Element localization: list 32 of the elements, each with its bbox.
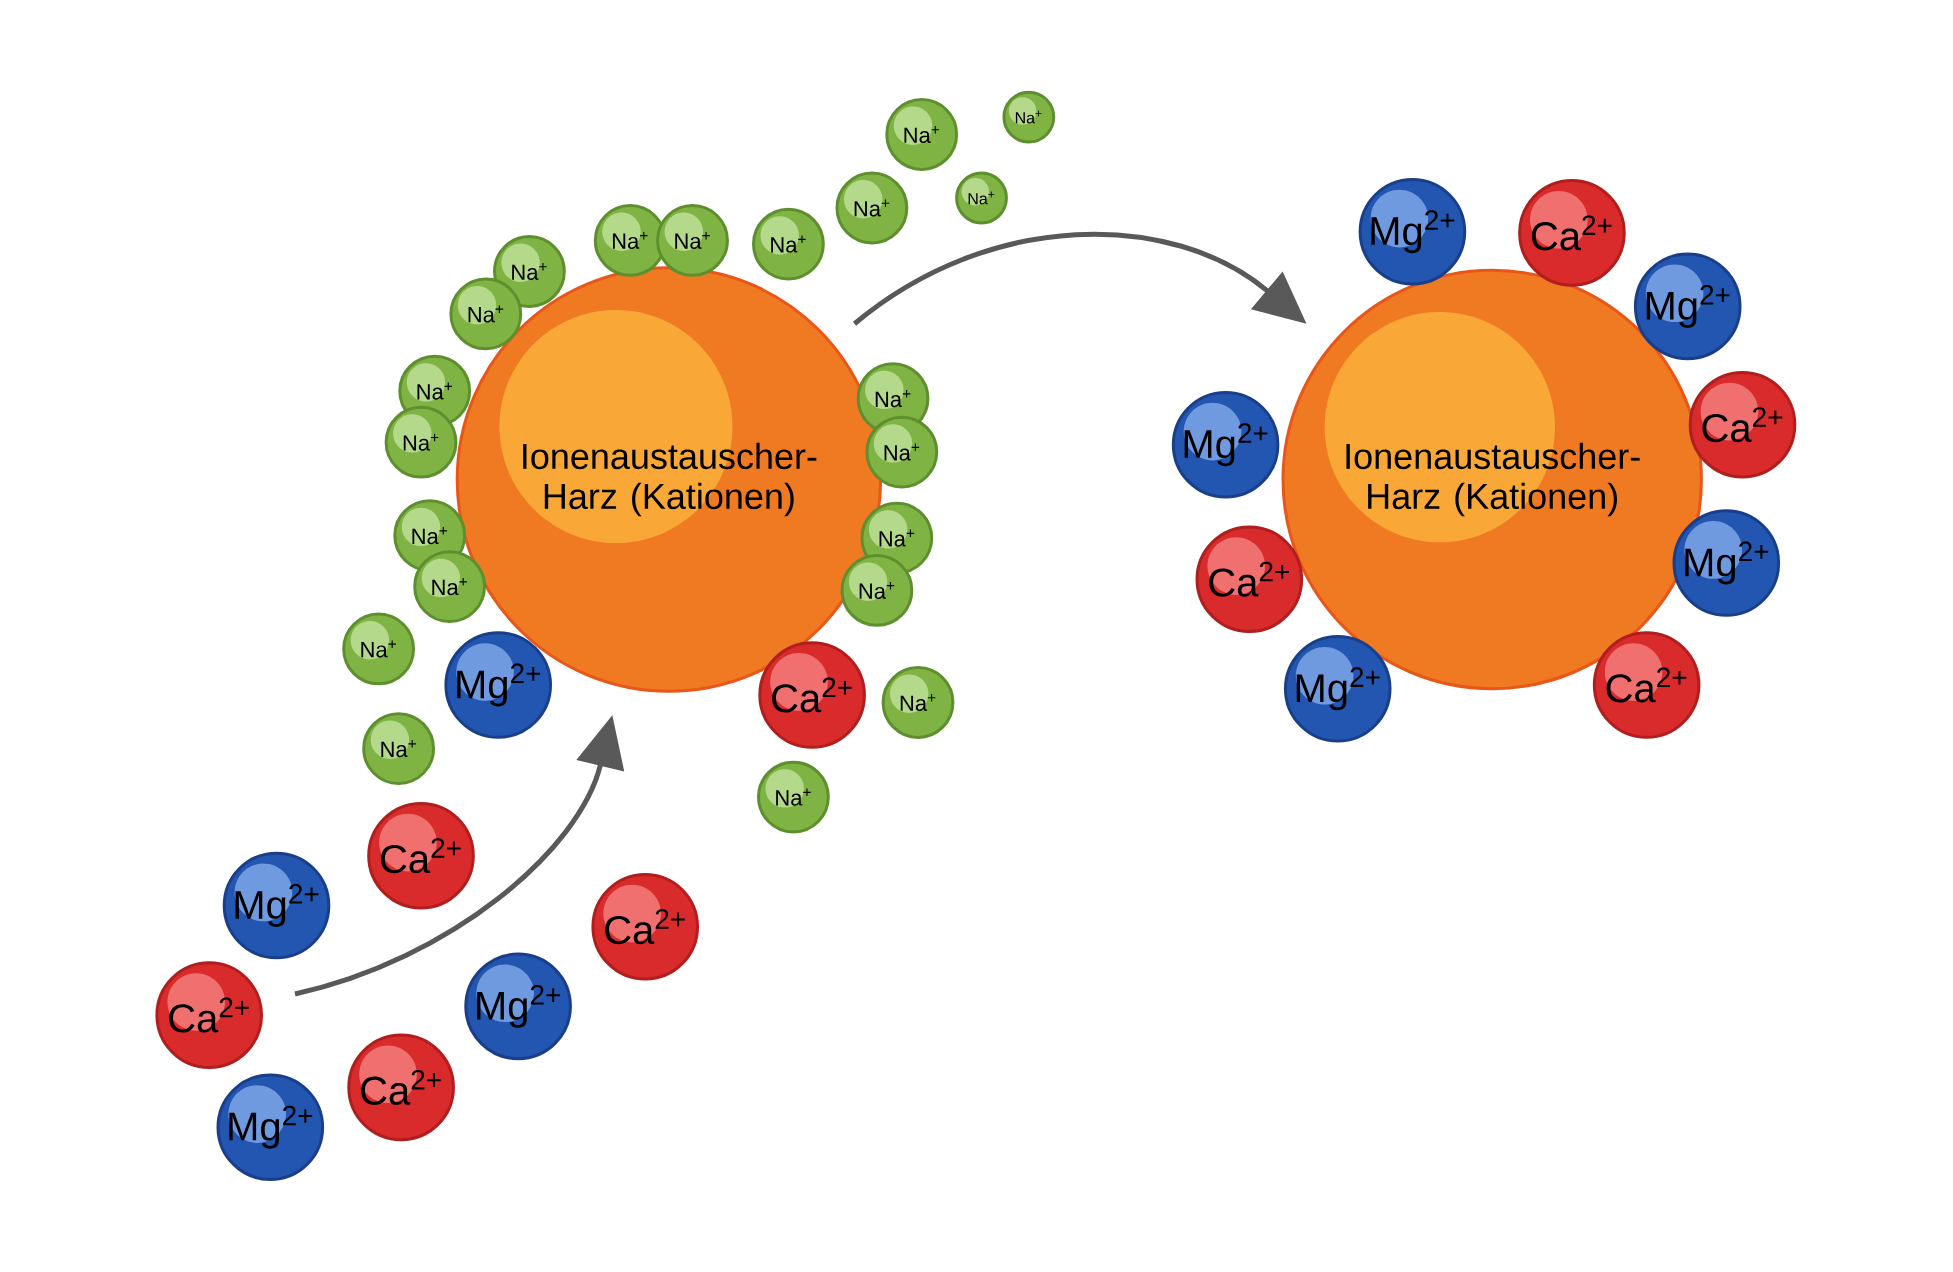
ion-sphere: Na$^{+}$ [955, 171, 1008, 225]
ion-sphere: Ca$^{2+}$ [1688, 370, 1797, 479]
ion-sphere: Ca$^{2+}$ [347, 1033, 455, 1142]
ion-sphere: Na$^{+}$ [885, 98, 959, 171]
ion-sphere: Na$^{+}$ [656, 204, 729, 277]
ion-sphere: Mg$^{2+}$ [216, 1073, 325, 1181]
ion-sphere: Mg$^{2+}$ [222, 851, 331, 960]
ion-sphere: Mg$^{2+}$ [1633, 252, 1742, 361]
ion-sphere: Mg$^{2+}$ [1283, 635, 1392, 743]
ion-sphere: Na$^{+}$ [752, 207, 825, 281]
ion-sphere: Na$^{+}$ [413, 550, 486, 623]
ion-sphere: Mg$^{2+}$ [1358, 177, 1467, 286]
ion-sphere: Na$^{+}$ [384, 405, 458, 479]
ion-sphere: Na$^{+}$ [865, 415, 939, 489]
ion-sphere: Ca$^{2+}$ [367, 801, 475, 910]
ion-sphere: Mg$^{2+}$ [464, 952, 572, 1061]
ion-sphere: Mg$^{2+}$ [1171, 390, 1280, 499]
ion-sphere: Ca$^{2+}$ [1195, 525, 1304, 633]
ion-sphere: Na$^{+}$ [881, 666, 955, 739]
ion-sphere: Ca$^{2+}$ [591, 872, 699, 981]
ion-sphere: Na$^{+}$ [757, 760, 830, 834]
ion-sphere: Ca$^{2+}$ [1518, 179, 1626, 287]
ion-sphere: Ca$^{2+}$ [1592, 631, 1701, 739]
ion-sphere: Ca$^{2+}$ [155, 961, 263, 1069]
ion-sphere: Ca$^{2+}$ [758, 641, 866, 749]
ion-sphere: Na$^{+}$ [835, 171, 909, 245]
ion-sphere: Na$^{+}$ [1002, 90, 1056, 144]
ion-sphere: Mg$^{2+}$ [444, 631, 552, 739]
ion-sphere: Mg$^{2+}$ [1672, 509, 1781, 617]
ion-sphere: Na$^{+}$ [362, 712, 435, 785]
ion-sphere: Na$^{+}$ [840, 554, 914, 627]
ion-sphere: Na$^{+}$ [342, 612, 415, 686]
